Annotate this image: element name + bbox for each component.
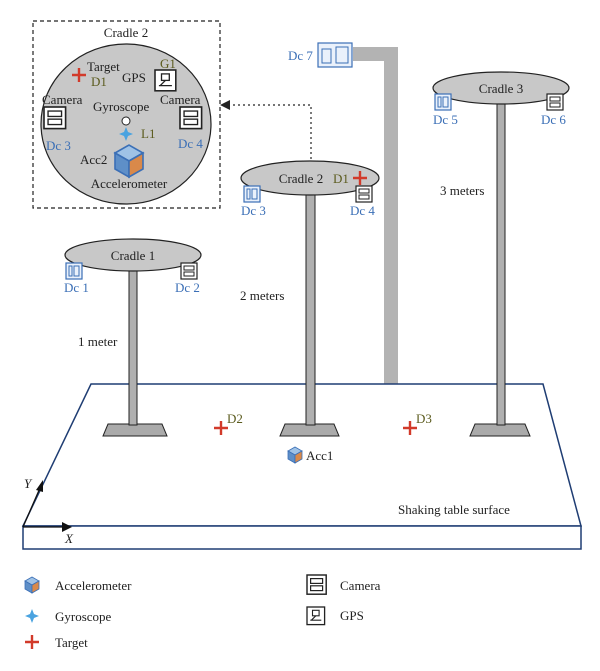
inset-cradle2-detail: Cradle 2 G1 GPS Target D1 Camera Dc 3 Ca… [32, 20, 221, 209]
legend-camera: Camera [340, 578, 381, 593]
inset-camera-right-id: Dc 4 [178, 136, 203, 151]
cradle-1-cam-right: Dc 2 [175, 280, 200, 295]
table-surface-label: Shaking table surface [398, 502, 510, 517]
target-icon [72, 68, 86, 82]
target-icon [403, 421, 417, 435]
inset-leader-arrow [220, 100, 230, 110]
legend-accelerometer: Accelerometer [55, 578, 132, 593]
cradle-1-label: Cradle 1 [111, 248, 155, 263]
inset-gps-label: GPS [122, 70, 146, 85]
accelerometer-icon [114, 144, 144, 178]
cradle-3: Cradle 3 Dc 5 Dc 6 3 meters [432, 71, 570, 437]
gps-icon [154, 69, 177, 92]
gps-icon [306, 606, 326, 626]
inset-target-id: D1 [91, 74, 107, 89]
camera-icon [43, 106, 67, 130]
gyroscope-icon [25, 609, 39, 623]
camera-icon [179, 106, 203, 130]
cradle-2-target-id: D1 [333, 171, 349, 186]
cradle-2: Cradle 2 D1 Dc 3 Dc 4 2 meters [240, 160, 380, 437]
axis-y-label: Y [24, 476, 33, 491]
legend: Accelerometer Gyroscope Target Camera GP… [24, 574, 381, 650]
axis-x-label: X [64, 531, 74, 546]
cradle-1-cam-left: Dc 1 [64, 280, 89, 295]
cradle-1: Cradle 1 Dc 1 Dc 2 1 meter [64, 238, 202, 437]
target-icon [353, 171, 367, 185]
target-icon [25, 635, 39, 649]
axes: Y X [22, 476, 74, 546]
legend-gps: GPS [340, 608, 364, 623]
legend-gyroscope: Gyroscope [55, 609, 112, 624]
inset-leader-line [226, 104, 312, 159]
cradle-2-height: 2 meters [240, 288, 284, 303]
inset-title: Cradle 2 [104, 25, 148, 40]
cradle-3-cam-right: Dc 6 [541, 112, 566, 127]
target-icon [214, 421, 228, 435]
fixed-camera-mast: Dc 7 [288, 42, 398, 384]
inset-gps-id: G1 [160, 56, 176, 71]
table-target-d3: D3 [416, 411, 432, 426]
camera-icon [180, 262, 198, 280]
table-target-d2: D2 [227, 411, 243, 426]
gyroscope-center [121, 116, 131, 126]
camera-icon [243, 185, 261, 203]
inset-accelerometer-label: Accelerometer [91, 176, 168, 191]
cradle-2-cam-left: Dc 3 [241, 203, 266, 218]
cradle-2-cam-right: Dc 4 [350, 203, 375, 218]
cradle-3-label: Cradle 3 [479, 81, 523, 96]
legend-target: Target [55, 635, 88, 650]
camera-icon [434, 93, 452, 111]
cradle-2-label: Cradle 2 [279, 171, 323, 186]
camera-icon [306, 574, 327, 595]
table-acc-label: Acc1 [306, 448, 333, 463]
camera-icon [65, 262, 83, 280]
inset-gyroscope-label: Gyroscope [93, 99, 150, 114]
inset-gyro-id: L1 [141, 126, 155, 141]
inset-target-label: Target [87, 59, 120, 74]
cradle-3-height: 3 meters [440, 183, 484, 198]
accelerometer-icon [24, 576, 40, 594]
fixed-camera-label: Dc 7 [288, 48, 313, 63]
inset-camera-left-id: Dc 3 [46, 138, 71, 153]
inset-acc-id: Acc2 [80, 152, 107, 167]
inset-camera-right-label: Camera [160, 92, 201, 107]
cradle-1-height: 1 meter [78, 334, 118, 349]
inset-camera-left-label: Camera [42, 92, 83, 107]
camera-icon [546, 93, 564, 111]
gyroscope-icon [119, 127, 133, 141]
accelerometer-icon [287, 446, 303, 464]
cradle-3-cam-left: Dc 5 [433, 112, 458, 127]
camera-icon [355, 185, 373, 203]
